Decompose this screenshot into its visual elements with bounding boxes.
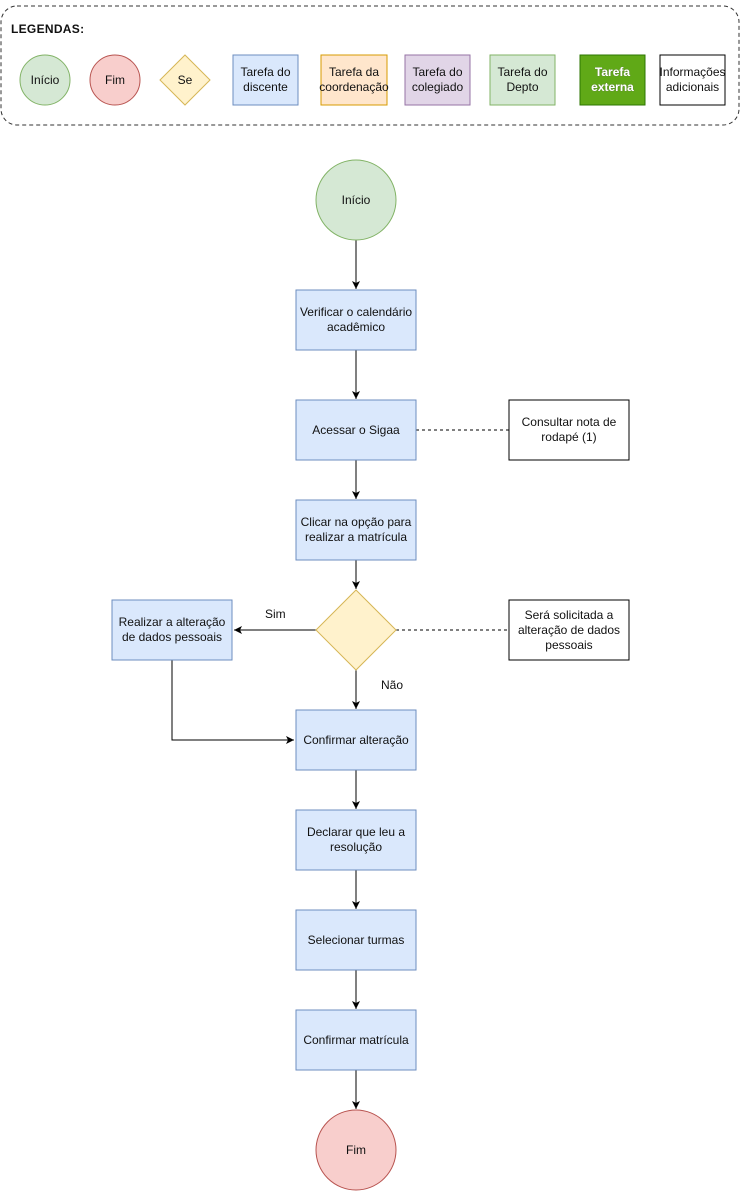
node-end-label: Fim	[346, 1142, 366, 1157]
node-clicar-label: Clicar na opção para realizar a matrícul…	[300, 515, 412, 544]
legend-externa-label: Tarefa externa	[591, 65, 634, 94]
legend-discente-label: Tarefa do discente	[240, 65, 291, 94]
edge-realizar-confirmar	[171, 660, 294, 744]
legend-decision-label: Se	[177, 72, 193, 87]
legend-info-label: Informações adicionais	[659, 65, 726, 94]
node-realizar-shape	[111, 599, 233, 661]
node-realizar-label: Realizar a alteração de dados pessoais	[118, 615, 226, 644]
node-selecionar-shape	[295, 909, 417, 971]
node-decision-shape	[315, 589, 397, 671]
legend-colegiado-label: Tarefa do colegiado	[411, 65, 464, 94]
node-acessar-shape	[295, 399, 417, 461]
node-confirmar-mat-label: Confirmar matrícula	[303, 1032, 409, 1047]
node-acessar-label: Acessar o Sigaa	[312, 422, 400, 437]
legend-info-shape	[659, 54, 726, 106]
legend-externa-shape	[579, 54, 646, 106]
legend-coordenacao-shape	[320, 54, 388, 106]
node-nota-label: Consultar nota de rodapé (1)	[521, 415, 617, 444]
node-declarar-shape	[295, 809, 417, 871]
node-confirmar-alt-shape	[295, 709, 417, 771]
node-nota-shape	[508, 399, 630, 461]
legend-end-shape	[89, 54, 141, 106]
legend-decision-shape	[159, 54, 211, 106]
legend-title: LEGENDAS:	[11, 22, 85, 36]
legend-discente-shape	[232, 54, 299, 106]
edge-label-sim: Sim	[265, 607, 286, 621]
edge-label-nao: Não	[381, 678, 404, 692]
legend-start-label: Início	[30, 72, 60, 87]
node-end-shape	[315, 1109, 397, 1191]
legend-start-shape	[19, 54, 71, 106]
legend-coordenacao-label: Tarefa da coordenação	[319, 65, 389, 94]
node-verificar-shape	[295, 289, 417, 351]
node-selecionar-label: Selecionar turmas	[307, 932, 405, 947]
legend-depto-label: Tarefa do Depto	[497, 65, 548, 94]
node-start-shape	[315, 159, 397, 241]
legend-depto-shape	[489, 54, 556, 106]
node-solicitada-shape	[508, 599, 630, 661]
node-verificar-label: Verificar o calendário acadêmico	[299, 305, 413, 334]
node-clicar-shape	[295, 499, 417, 561]
node-confirmar-alt-label: Confirmar alteração	[303, 732, 409, 747]
node-solicitada-label: Será solicitada a alteração de dados pes…	[517, 607, 621, 652]
node-confirmar-mat-shape	[295, 1009, 417, 1071]
legend-end-label: Fim	[105, 72, 125, 87]
node-declarar-label: Declarar que leu a resolução	[306, 825, 406, 854]
node-start-label: Início	[341, 192, 371, 207]
legend-colegiado-shape	[404, 54, 471, 106]
